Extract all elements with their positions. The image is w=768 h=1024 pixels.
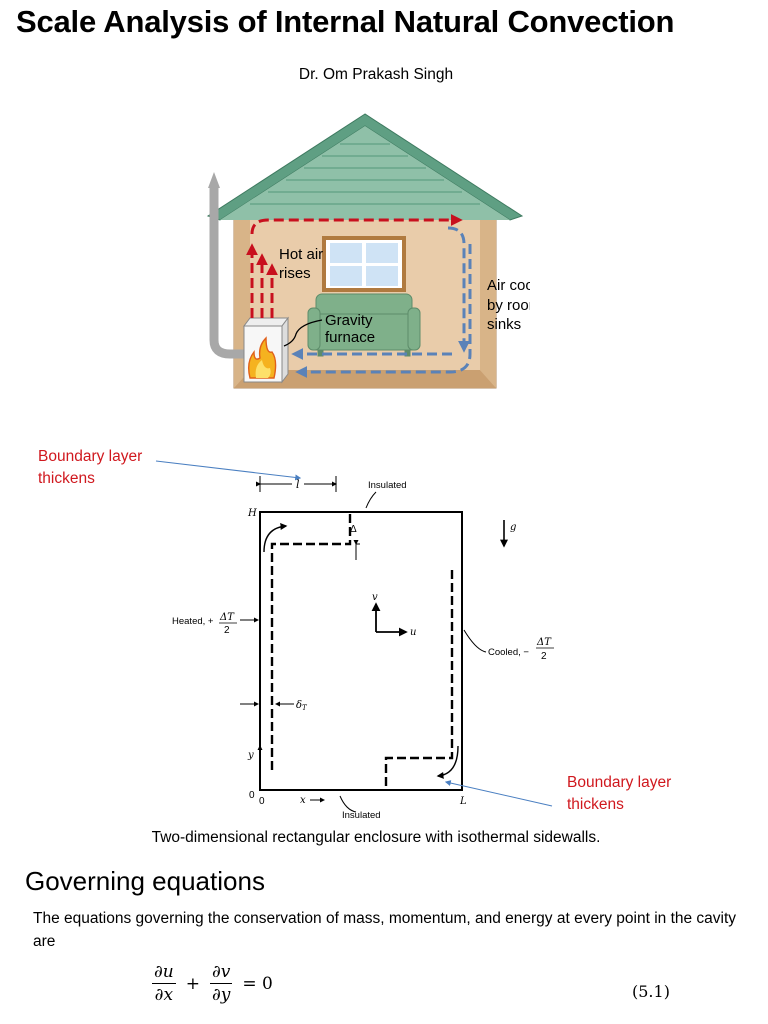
cold-boundary-layer-edge [384,570,454,790]
furnace [243,316,289,384]
cold-flow-arrow [436,745,459,779]
cavity-outline [259,511,463,791]
furnace-leader-line [283,319,323,347]
origin-x-zero: 0 [259,796,265,807]
symbol-y: y [247,750,254,761]
heated-frac-den: 2 [224,625,230,636]
sofa [307,293,421,357]
label-air-cooled: Air cooled [487,277,530,294]
symbol-delta: Δ [350,524,357,535]
plus-sign: + [185,973,200,994]
heated-frac-num: ΔT [219,612,235,623]
label-insulated-top: Insulated [368,480,407,491]
label-hot-air: Hot air [279,246,323,263]
hot-flow-arrow [263,523,288,553]
label-air-cooled-3: sinks [487,316,521,333]
equation-5-1: ∂u ∂x + ∂v ∂y = 0 [148,962,279,1005]
label-cooled: Cooled, − [488,647,529,658]
symbol-v: v [372,592,378,603]
author: Dr. Om Prakash Singh [298,66,454,83]
chimney-cap [208,172,220,188]
house-convection-figure: Hot air rises Air cooled by room sinks G… [206,113,530,389]
section-heading: Governing equations [25,866,265,896]
label-furnace: Gravity [325,312,373,329]
page-title: Scale Analysis of Internal Natural Conve… [16,4,675,39]
cold-air-arrow [295,244,472,378]
chimney-pipe [209,188,244,359]
boundary-layer-annotation-bottom: Boundary layer thickens [567,774,672,813]
symbol-l: l [296,478,300,491]
hot-boundary-layer-edge [270,512,352,770]
label-insulated-bottom: Insulated [342,810,381,821]
symbol-H: H [247,508,257,519]
symbol-x: x [300,795,306,806]
equation-rhs: = 0 [242,973,273,994]
enclosure-diagram: l Insulated H Δ g v u Heated, + ΔT 2 Coo… [172,476,554,821]
origin-y-zero: 0 [249,790,255,801]
figure-caption: Two-dimensional rectangular enclosure wi… [151,829,601,846]
label-furnace-2: furnace [325,329,375,346]
label-air-cooled-2: by room [487,297,530,314]
cold-air-arrow [447,226,470,353]
house-right-wall [480,208,496,388]
dv-dy-fraction: ∂v ∂y [210,962,233,1005]
roof-underside [220,126,510,220]
hot-air-arrow [250,214,463,235]
equation-number: (5.1) [632,982,670,1001]
boundary-layer-annotation-top: Boundary layer thickens [38,448,143,487]
intro-paragraph: The equations governing the conservation… [33,910,737,950]
fire-icon [247,336,277,379]
cooled-frac-den: 2 [541,651,547,662]
symbol-L: L [459,796,467,807]
symbol-u: u [410,627,416,638]
window [322,236,406,292]
cooled-frac-num: ΔT [536,637,552,648]
label-hot-air-2: rises [279,265,311,282]
label-heated: Heated, + [172,616,214,627]
symbol-g: g [510,522,516,533]
symbol-deltaT: δT [296,700,308,712]
du-dx-fraction: ∂u ∂x [152,962,176,1005]
